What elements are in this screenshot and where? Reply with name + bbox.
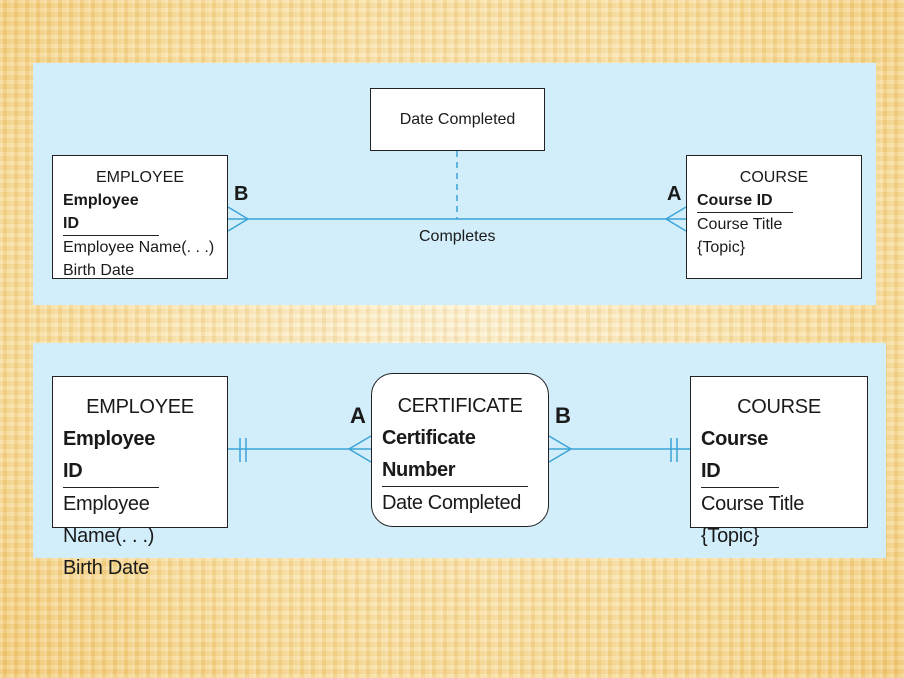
attribute: {Topic} [701, 525, 759, 547]
attribute: Course Title [697, 216, 783, 233]
attribute: Birth Date [63, 262, 135, 279]
relationship-attribute: Date Completed [399, 110, 516, 128]
top-crowfoot-employee [227, 206, 249, 232]
entity-title: COURSE [737, 396, 821, 418]
primary-key: Certificate Number [382, 422, 528, 487]
bottom-one-bar-course [670, 438, 678, 462]
primary-key: Course ID [701, 423, 779, 488]
top-course-entity: COURSE Course ID Course Title {Topic} [686, 155, 862, 279]
attribute: Birth Date [63, 557, 149, 579]
primary-key: Course ID [697, 189, 793, 213]
relationship-name: Completes [419, 228, 496, 245]
bottom-certificate-entity: CERTIFICATE Certificate Number Date Comp… [371, 373, 549, 527]
entity-title: CERTIFICATE [397, 395, 523, 417]
attribute: Course Title [701, 493, 805, 515]
attribute: Employee Name(. . .) [63, 493, 155, 547]
cardinality-label-left: A [350, 403, 366, 428]
top-relationship-attribute-box: Date Completed [370, 88, 545, 151]
bottom-one-bar-employee [239, 438, 247, 462]
bottom-course-entity: COURSE Course ID Course Title {Topic} [690, 376, 868, 547]
primary-key: Employee ID [63, 189, 159, 236]
attribute: Employee Name(. . .) [63, 239, 215, 256]
attribute: {Topic} [697, 239, 746, 256]
entity-title: EMPLOYEE [95, 169, 185, 186]
bottom-crowfoot-certificate-right [548, 435, 572, 463]
primary-key: Employee ID [63, 423, 159, 488]
cardinality-label-right: B [555, 403, 571, 428]
entity-title: EMPLOYEE [86, 396, 194, 418]
cardinality-label-left: B [234, 183, 249, 205]
bottom-employee-entity: EMPLOYEE Employee ID Employee Name(. . .… [52, 376, 228, 579]
cardinality-label-right: A [667, 183, 682, 205]
top-employee-entity: EMPLOYEE Employee ID Employee Name(. . .… [52, 155, 228, 279]
bottom-crowfoot-certificate-left [348, 435, 372, 463]
top-crowfoot-course [665, 206, 687, 232]
entity-title: COURSE [739, 169, 809, 186]
attribute: Date Completed [382, 492, 521, 514]
